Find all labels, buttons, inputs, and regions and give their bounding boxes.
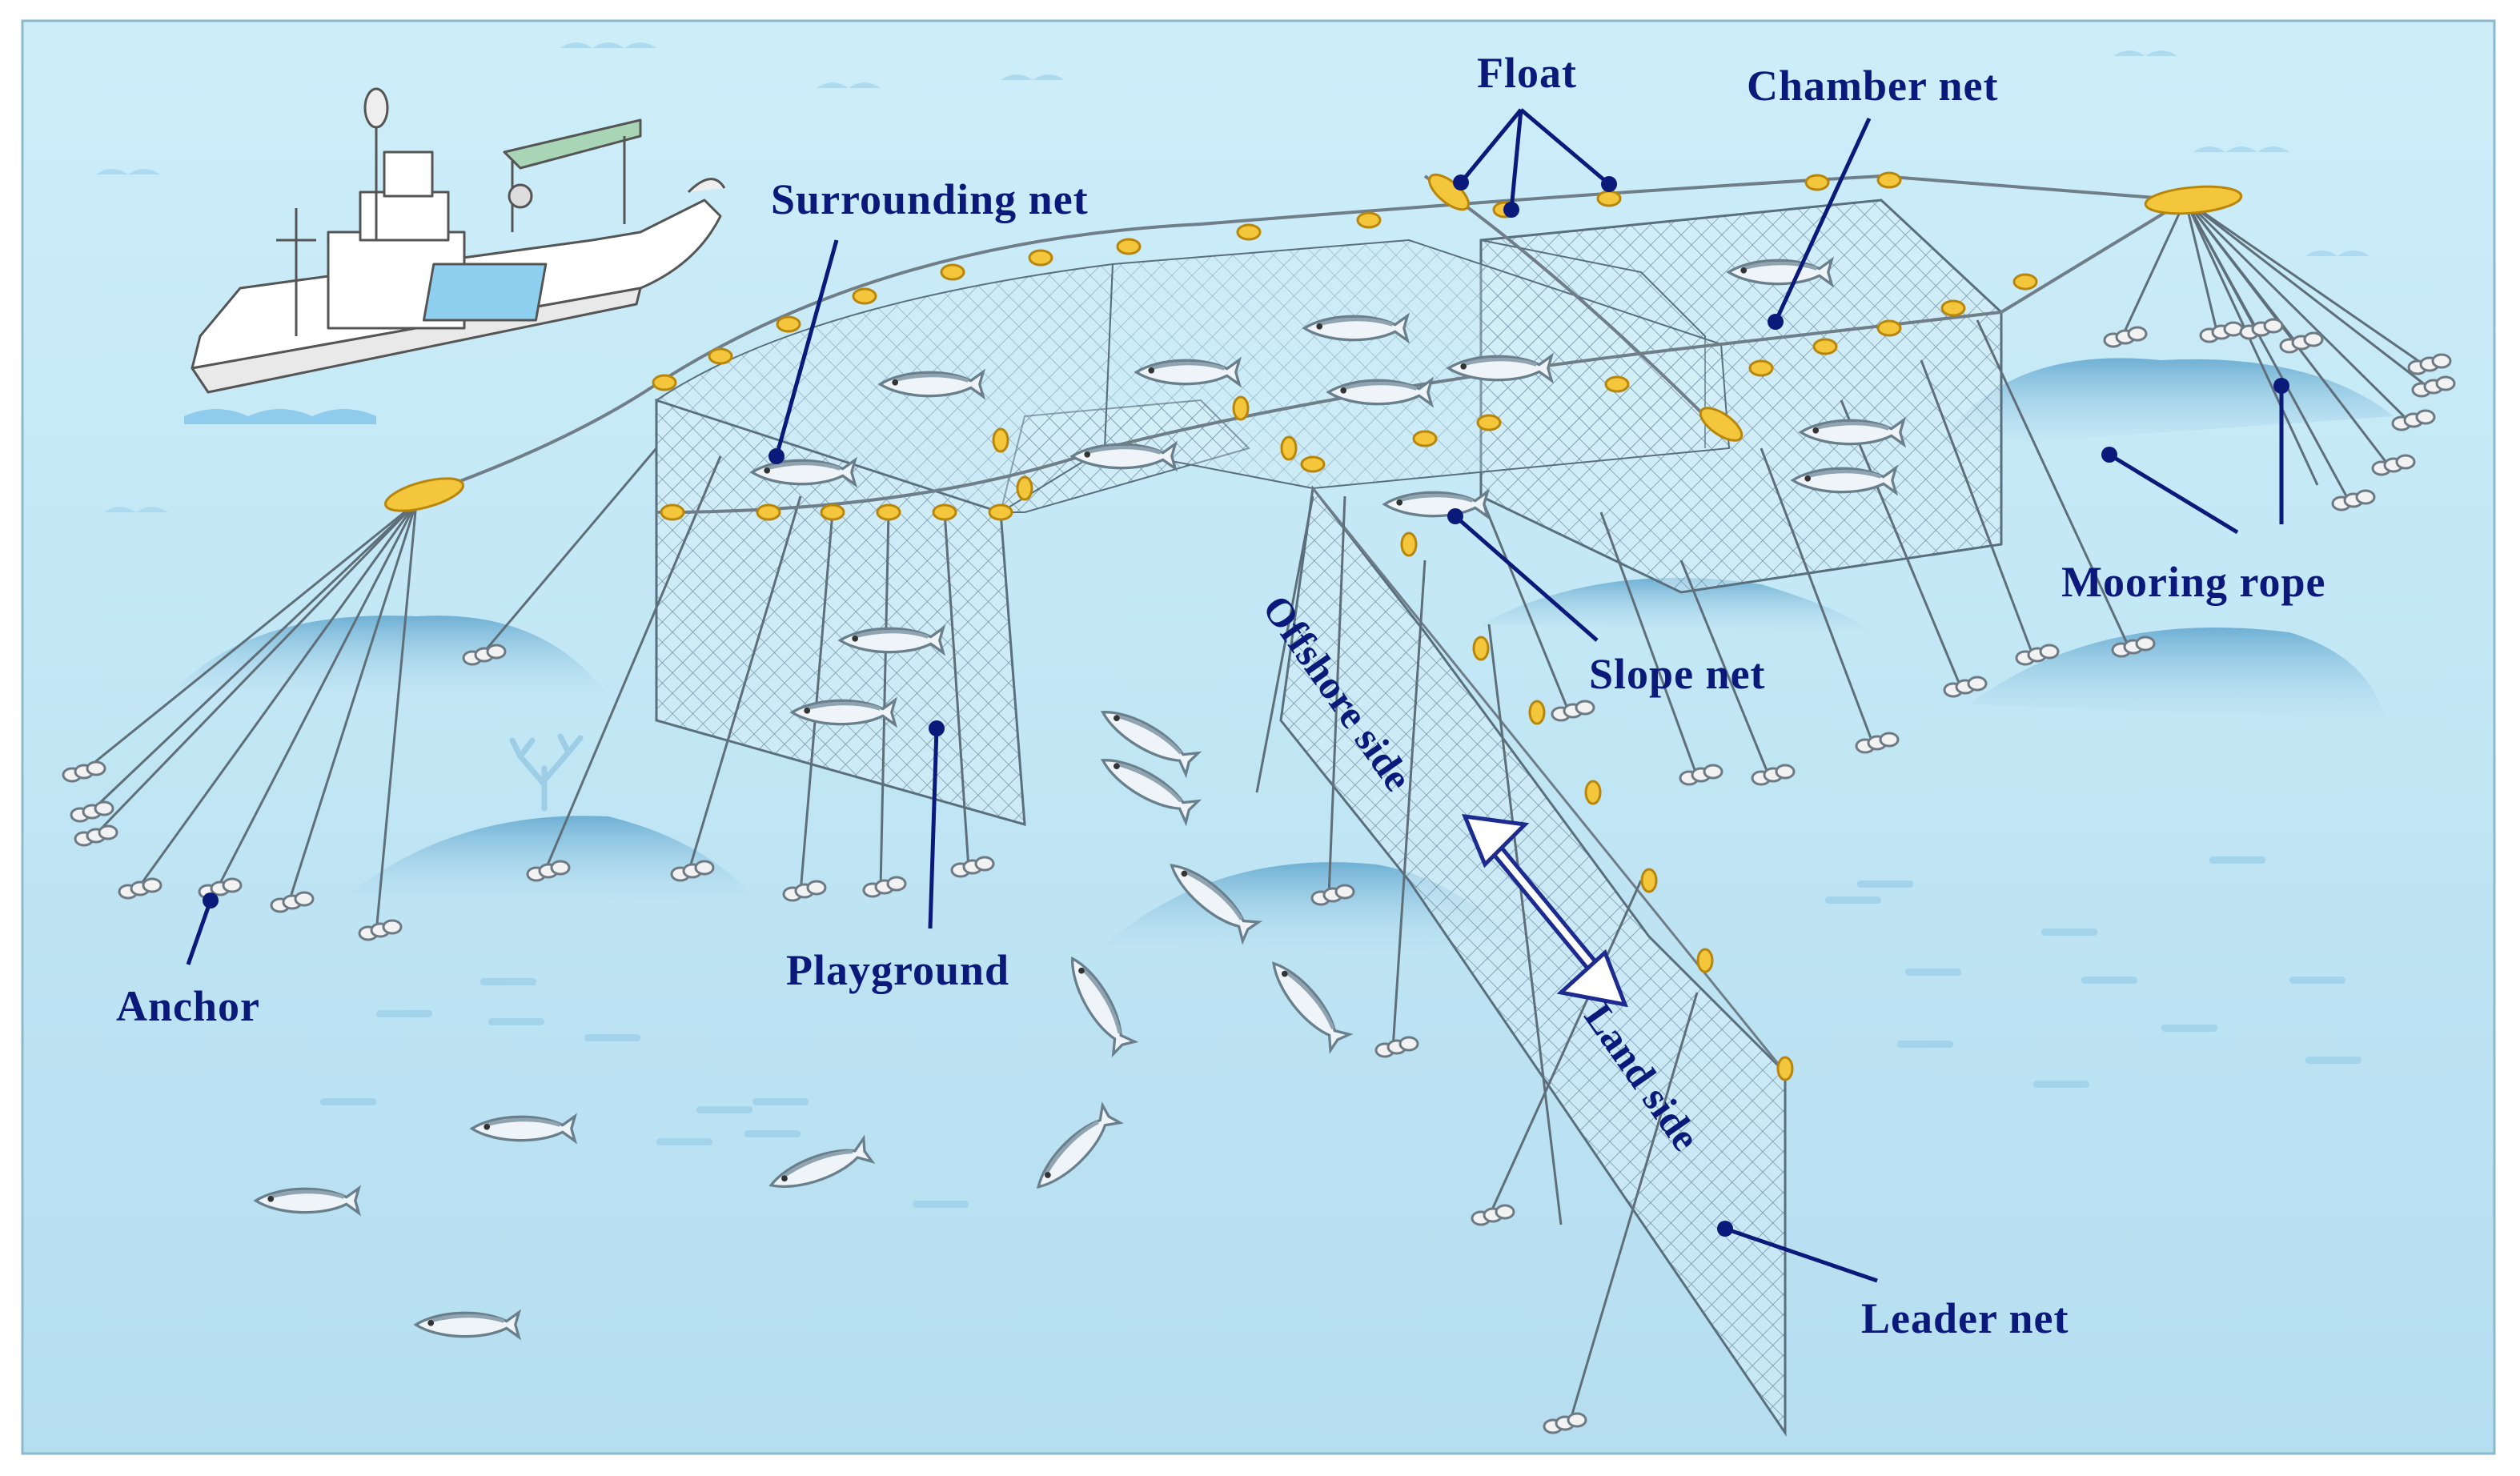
mooring-rope-left bbox=[79, 501, 418, 933]
label-pointer-dots bbox=[203, 174, 2289, 1237]
label-playground: Playground bbox=[786, 946, 1010, 994]
anchor-lines bbox=[479, 319, 2131, 1426]
seabed-rocks bbox=[176, 358, 2394, 953]
floats bbox=[384, 171, 2243, 1081]
label-surrounding-net: Surrounding net bbox=[771, 175, 1089, 223]
label-leader-net: Leader net bbox=[1861, 1294, 2069, 1342]
coral bbox=[509, 733, 584, 812]
mooring-rope-right bbox=[2120, 199, 2430, 503]
label-float: Float bbox=[1477, 49, 1577, 97]
label-anchor: Anchor bbox=[116, 982, 260, 1030]
surface-waves bbox=[96, 42, 2370, 512]
label-mooring-rope: Mooring rope bbox=[2061, 558, 2326, 606]
label-chamber-net: Chamber net bbox=[1747, 62, 1999, 110]
fishing-boat bbox=[191, 87, 726, 394]
leader-net bbox=[1279, 485, 1787, 1437]
water-streaks bbox=[320, 856, 2361, 1208]
label-pointers bbox=[186, 108, 2284, 1283]
label-slope-net: Slope net bbox=[1589, 650, 1766, 698]
direction-arrow bbox=[1462, 813, 1628, 1008]
